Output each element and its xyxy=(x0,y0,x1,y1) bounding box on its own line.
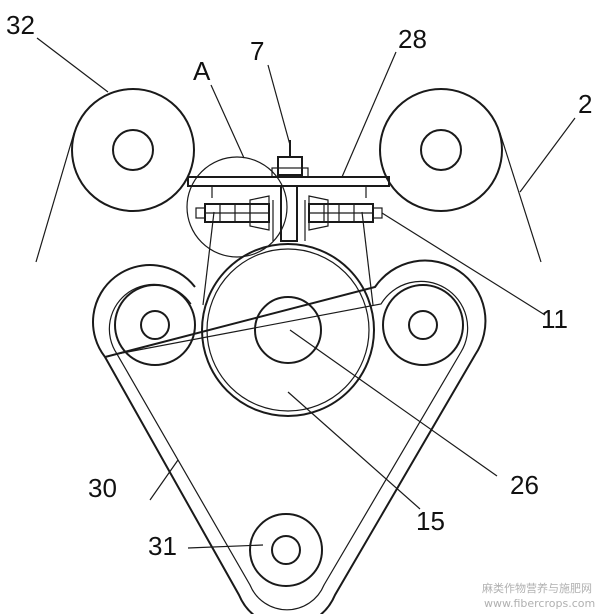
label-26: 26 xyxy=(510,470,539,500)
bottom-pulley xyxy=(249,513,323,587)
watermark-line2: www.fibercrops.com xyxy=(484,597,595,610)
left-lower-pulley xyxy=(114,284,196,366)
label-a: A xyxy=(193,56,211,86)
label-30: 30 xyxy=(88,473,117,503)
right-upper-roller xyxy=(379,88,542,263)
label-31: 31 xyxy=(148,531,177,561)
right-lower-pulley xyxy=(382,284,464,366)
clamp-mechanism xyxy=(187,140,390,242)
label-28: 28 xyxy=(398,24,427,54)
leader-lines xyxy=(36,37,576,549)
left-upper-roller xyxy=(35,88,195,263)
label-11: 11 xyxy=(541,304,568,334)
watermark-line1: 麻类作物营养与施肥网 xyxy=(482,581,592,595)
label-32: 32 xyxy=(6,10,35,40)
label-2: 2 xyxy=(578,89,592,119)
label-15: 15 xyxy=(416,506,445,536)
central-drum xyxy=(201,211,375,417)
detail-a-circle xyxy=(186,156,288,258)
label-7: 7 xyxy=(250,36,264,66)
